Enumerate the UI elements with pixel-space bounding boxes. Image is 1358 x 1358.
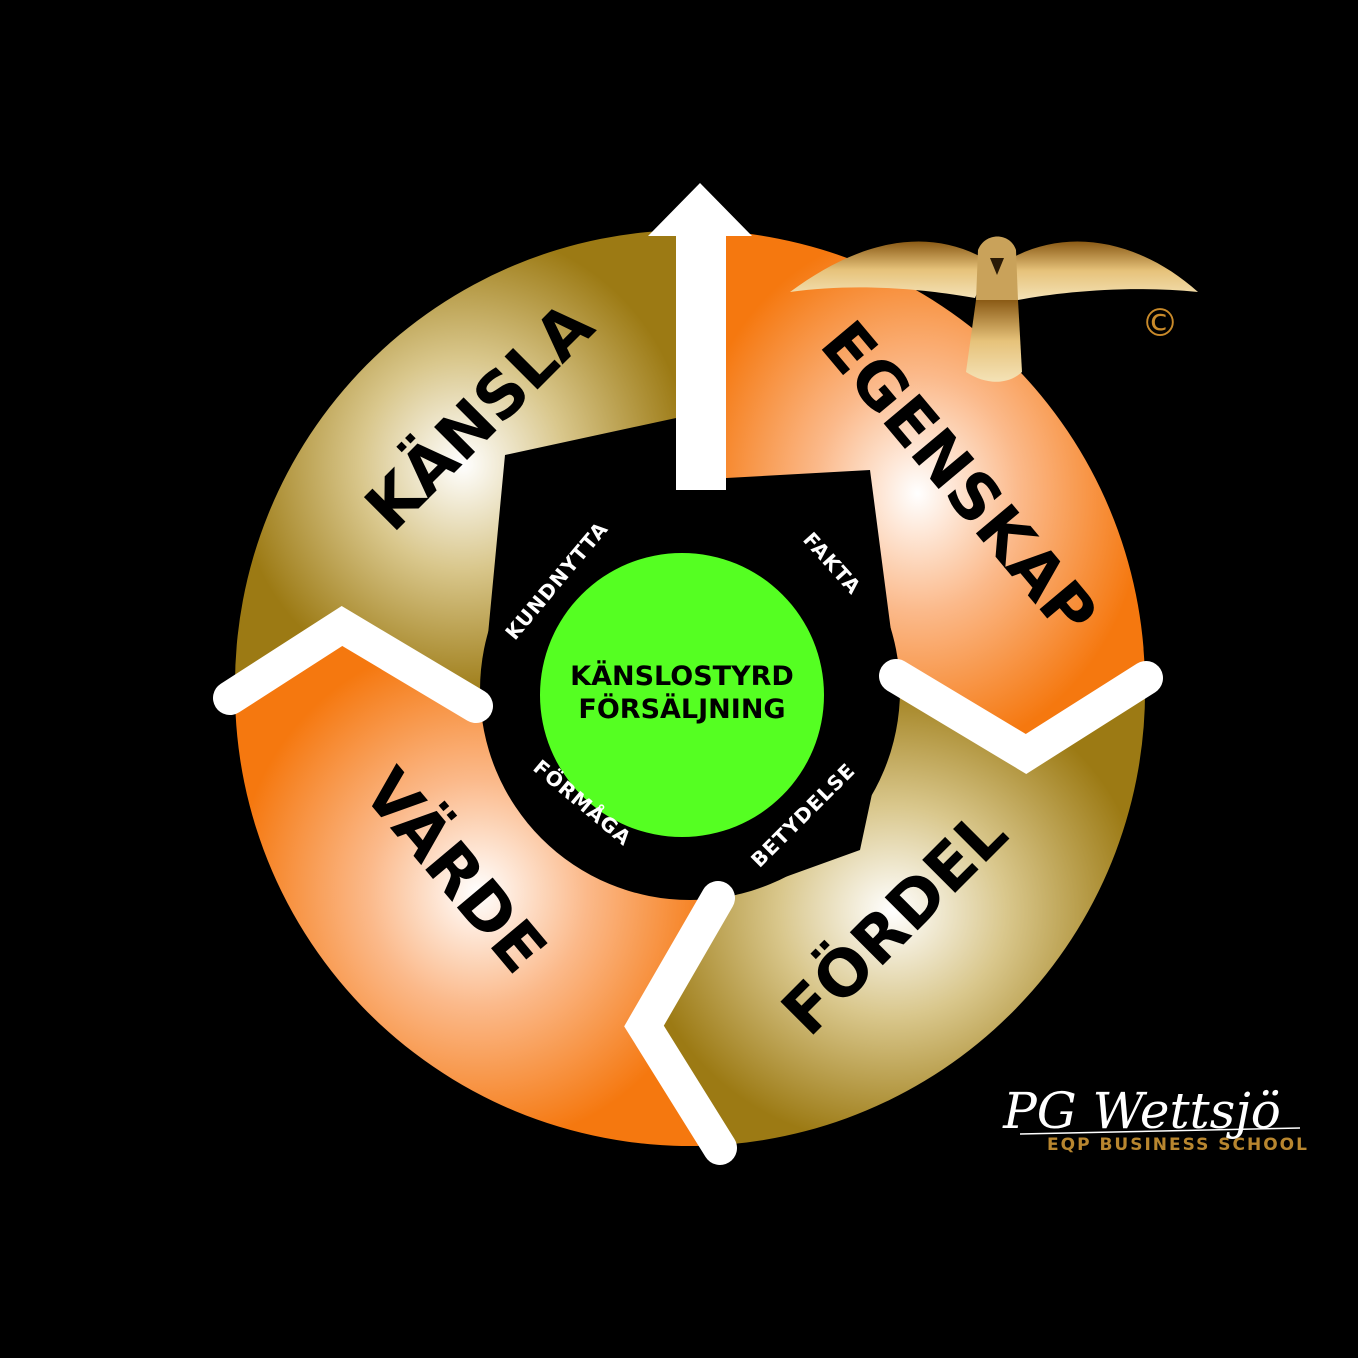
- divider-right: [879, 659, 1163, 774]
- segment-egenskap: [690, 230, 1145, 757]
- segment-fordel: [640, 677, 1146, 1145]
- eagle-logo-icon: [790, 236, 1198, 382]
- signature-underline: [1019, 1127, 1301, 1135]
- copyright-mark: ©: [1141, 301, 1179, 345]
- up-arrow-icon: [648, 183, 752, 490]
- signature: PG Wettsjö: [1002, 1082, 1281, 1140]
- school-name: EQP BUSINESS SCHOOL: [1047, 1135, 1309, 1155]
- divider-left: [213, 606, 493, 723]
- divider-bottom: [624, 881, 737, 1165]
- center-line-1: KÄNSLOSTYRD: [570, 660, 794, 692]
- segment-varde: [234, 640, 721, 1146]
- center-circle: [540, 553, 824, 837]
- segment-kansla: [234, 230, 691, 698]
- divider-chevrons: [213, 606, 1163, 1165]
- center-line-2: FÖRSÄLJNING: [578, 692, 785, 725]
- ring-segments: [234, 230, 1146, 1146]
